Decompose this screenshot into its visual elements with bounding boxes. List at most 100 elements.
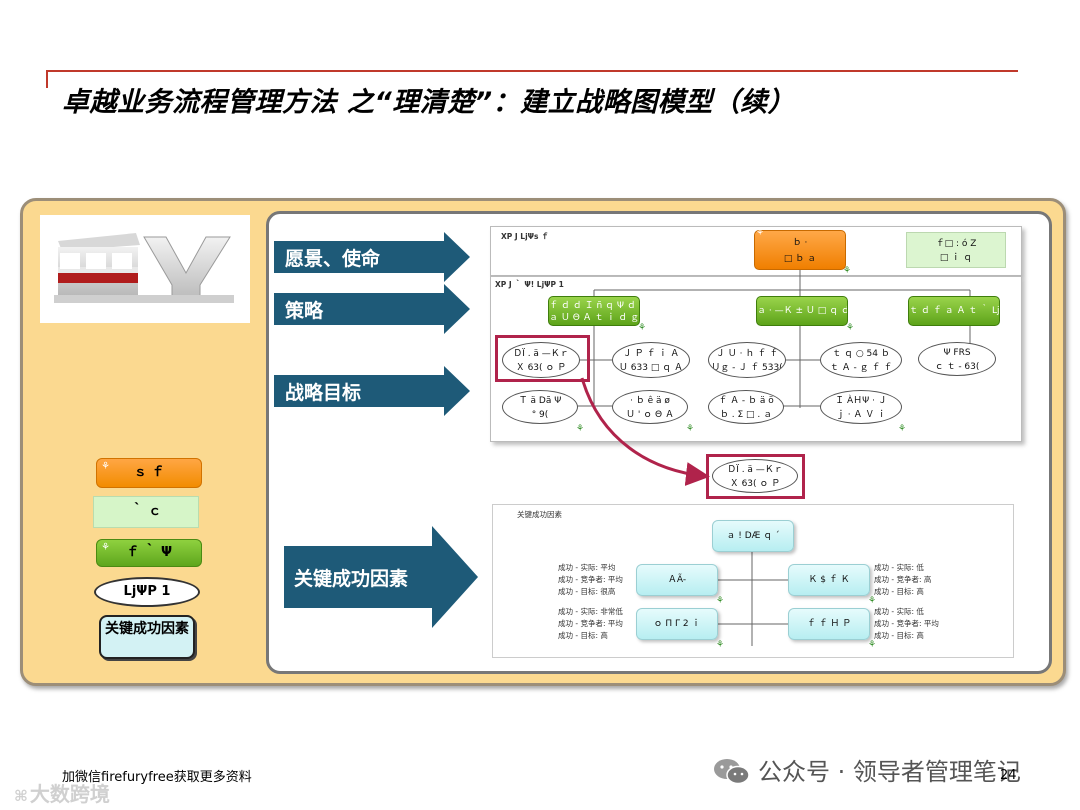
goal-9-line2: ｊ · Ａ Ｖ ｉ (835, 410, 887, 420)
tree-icon: ⚘ (898, 424, 907, 434)
goal-oval-9[interactable]: Ｉ ÀＨΨ · Ｊ ｊ · Ａ Ｖ ｉ (820, 390, 902, 424)
mission-box-line2: □ ｉ ｑ (939, 253, 973, 263)
goal-oval-4[interactable]: ｔ ｑ ○ 54 ｂ ｔ Ａ - ｇ ｆ ｆ (820, 342, 902, 378)
legend-tree-icon: ⚘ (101, 461, 110, 472)
legend-vision: ⚘ ｓ ｆ (96, 458, 202, 488)
legend-csf: 关键成功因素 (99, 615, 195, 659)
connector-lines (578, 268, 971, 408)
highlight-arrow (580, 377, 710, 486)
tree-icon: ⚘ (868, 596, 877, 606)
csf-note-line: 成功 - 竞争者: 平均 (874, 619, 939, 628)
csf-note-line: 成功 - 竞争者: 平均 (558, 575, 623, 584)
legend-goal-label: LjΨP 1 (123, 584, 171, 599)
goal-2-line2: Ｕ 633 □ ｑ Ａ (618, 363, 684, 373)
goal-4-line1: ｔ ｑ ○ 54 ｂ (832, 349, 890, 359)
strategy-3-line1: ｔ ｄ ｆ ａ Ａ ｔ ｀ LjΨ (909, 306, 1000, 316)
vision-box-line2: □ ｂ ａ (783, 254, 817, 264)
goal-6-line1: Ｔ ä Dã Ψ (518, 396, 562, 406)
csf-note-line: 成功 - 竞争者: 平均 (558, 619, 623, 628)
goal-oval-8[interactable]: ｆ Ａ - ｂ ä ö ｂ . Σ □ . ａ (708, 390, 784, 424)
watermark: ⌘大数跨境 (14, 778, 110, 807)
tree-icon: ⚘ (843, 266, 852, 276)
watermark-icon: ⌘ (14, 787, 28, 805)
arrow-goals-label: 战略目标 (285, 382, 362, 404)
vision-box[interactable]: ｂ · □ ｂ ａ (754, 230, 846, 270)
legend-vision-label: ｓ ｆ (133, 465, 165, 480)
arrow-strategy-label: 策略 (285, 300, 324, 322)
csf-note-right-top: 成功 - 实际: 低 成功 - 竞争者: 高 成功 - 目标: 高 (874, 562, 931, 598)
goal-oval-5[interactable]: Ψ FRS ｃ ｔ - 63( (918, 342, 996, 376)
strategy-box-1[interactable]: ｆ ｄ ｄ Ｉ ñ ｑ Ψ ｄ . ｖ ｉ ａ Ｕ Θ Ａ ｔ ｉ ｄ ｇ ｉ (548, 296, 640, 326)
csf-note-line: 成功 - 目标: 高 (558, 631, 608, 640)
csf-note-line: 成功 - 目标: 高 (874, 631, 924, 640)
arrow-strategy: 策略 (274, 284, 472, 334)
strategy-section-label: XP J ｀ Ψ! LjΨP 1 (495, 280, 564, 289)
csf-box-4[interactable]: ｆ ｆ Ｈ Ｐ (788, 608, 870, 640)
mission-box-line1: ｆ□ : ó Z (935, 239, 977, 249)
tree-icon: ⚘ (716, 596, 725, 606)
goal-1-line1: ＤÏ . ä —Ｋｒ (513, 349, 569, 359)
goal-7-line1: · ｂ ê ä ø (630, 396, 670, 406)
strategy-box-2[interactable]: ａ · —Ｋ ± Ｕ □ ｑ ｄ (756, 296, 848, 326)
legend-strategy: ⚘ ｆ ｀ Ψ (96, 539, 202, 567)
goal-oval-7[interactable]: · ｂ ê ä ø Ｕ ' ｏ Θ Ａ (612, 390, 688, 424)
csf-note-right-bottom: 成功 - 实际: 低 成功 - 竞争者: 平均 成功 - 目标: 高 (874, 606, 939, 642)
goal-5-line1: Ψ FRS (943, 348, 971, 358)
csf-note-line: 成功 - 目标: 高 (874, 587, 924, 596)
csf-note-left-bottom: 成功 - 实际: 非常低 成功 - 竞争者: 平均 成功 - 目标: 高 (558, 606, 623, 642)
csf-note-line: 成功 - 实际: 低 (874, 607, 924, 616)
goal-2-line1: Ｊ Ｐ ｆ ｉ Ａ (622, 349, 680, 359)
goal-3-line1: Ｊ Ｕ · ｈ ｆ ｆ (715, 349, 779, 359)
csf-note-left-top: 成功 - 实际: 平均 成功 - 竞争者: 平均 成功 - 目标: 很高 (558, 562, 623, 598)
footer-account: 公众号 · 领导者管理笔记 (712, 752, 1021, 787)
vision-section-label: XP J LjΨs ｆ (501, 232, 549, 241)
goal-5-line2: ｃ ｔ - 63( (934, 362, 980, 372)
goal-oval-1[interactable]: ＤÏ . ä —Ｋｒ Ｘ 63( ｏ Ｐ (502, 342, 580, 378)
goal-8-line1: ｆ Ａ - ｂ ä ö (718, 396, 774, 406)
legend-tree-icon: ⚘ (101, 542, 110, 553)
footer-contact: 加微信firefuryfree获取更多资料 (62, 770, 252, 785)
csf-top-label: ａ ! DÆ ｑ ´ (726, 531, 780, 541)
goal-7-line2: Ｕ ' ｏ Θ Ａ (625, 410, 674, 420)
legend-strategy-label: ｆ ｀ Ψ (125, 545, 173, 560)
csf-box-3[interactable]: ｏ Π Γ 2 ｉ (636, 608, 718, 640)
csf-box-2-label: Ｋ $ ｆ Ｋ (808, 575, 850, 585)
mission-box[interactable]: ｆ□ : ó Z □ ｉ ｑ (906, 232, 1006, 268)
csf-box-2[interactable]: Ｋ $ ｆ Ｋ (788, 564, 870, 596)
header-rule-tick (46, 70, 48, 88)
highlighted-goal-oval[interactable]: ＤÏ . ä —Ｋｒ Ｘ 63( ｏ Ｐ (712, 459, 798, 493)
csf-box-3-label: ｏ Π Γ 2 ｉ (653, 619, 701, 629)
footer-account-label: 公众号 · 领导者管理笔记 (758, 758, 1021, 786)
goal-oval-3[interactable]: Ｊ Ｕ · ｈ ｆ ｆ Ｕｇ - Ｊ ｆ 533( (708, 342, 786, 378)
csf-note-line: 成功 - 实际: 低 (874, 563, 924, 572)
tree-icon: ⚘ (638, 323, 647, 333)
strategy-box-3[interactable]: ｔ ｄ ｆ ａ Ａ ｔ ｀ LjΨ (908, 296, 1000, 326)
tree-icon: ⚘ (576, 424, 585, 434)
goal-oval-2[interactable]: Ｊ Ｐ ｆ ｉ Ａ Ｕ 633 □ ｑ Ａ (612, 342, 690, 378)
slide-title: 卓越业务流程管理方法 之“理清楚”：建立战略图模型（续） (62, 87, 796, 118)
goal-3-line2: Ｕｇ - Ｊ ｆ 533( (711, 363, 783, 373)
highlight-goal-target (706, 454, 805, 499)
csf-top-box[interactable]: ａ ! DÆ ｑ ´ (712, 520, 794, 552)
vision-box-line1: ｂ · (792, 238, 808, 248)
csf-box-1[interactable]: ＡÃ- (636, 564, 718, 596)
tree-icon: ⚘ (846, 323, 855, 333)
arrow-csf-label: 关键成功因素 (294, 568, 409, 590)
legend-mission: ｀ ｃ (93, 496, 199, 528)
goal-1-line2: Ｘ 63( ｏ Ｐ (515, 363, 567, 373)
csf-box-4-label: ｆ ｆ Ｈ Ｐ (806, 619, 852, 629)
legend-mission-label: ｀ ｃ (130, 504, 162, 519)
strategy-2-line1: ａ · —Ｋ ± Ｕ □ ｑ ｄ (757, 306, 848, 316)
wechat-icon (714, 759, 750, 785)
tree-icon: ⚘ (868, 640, 877, 650)
goal-9-line1: Ｉ ÀＨΨ · Ｊ (835, 396, 887, 406)
header-rule (46, 70, 1018, 72)
tree-icon: ⚘ (686, 424, 695, 434)
goal-oval-6[interactable]: Ｔ ä Dã Ψ ° 9( (502, 390, 578, 424)
arrow-goals: 战略目标 (274, 366, 472, 416)
logo (40, 215, 250, 323)
highlight-goal-source (495, 335, 590, 382)
tree-icon: ⚘ (716, 640, 725, 650)
csf-box-1-label: ＡÃ- (667, 575, 687, 585)
strategy-1-line2: ａ Ｕ Θ Ａ ｔ ｉ ｄ ｇ ｉ (549, 313, 640, 323)
